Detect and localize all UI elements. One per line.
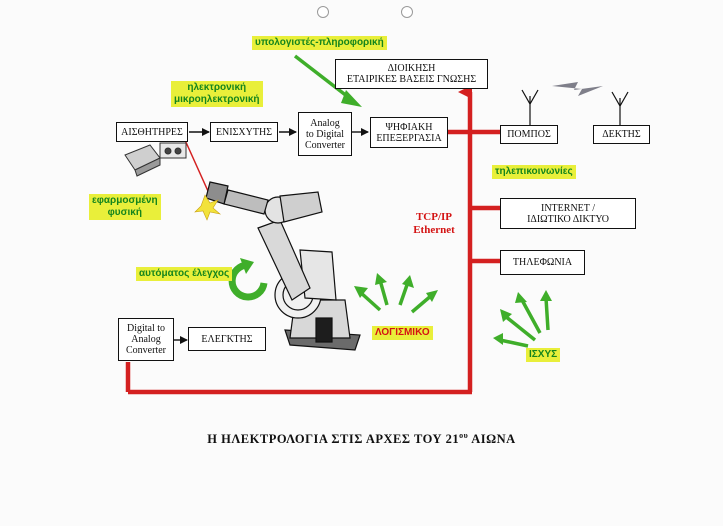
software-arrows — [358, 279, 434, 314]
digital-processing-box: ΨΗΦΙΑΚΗ ΕΠΕΞΕΡΓΑΣΙΑ — [370, 117, 448, 148]
green-arrowhead-computing — [341, 90, 362, 107]
label-power: ΙΣΧΥΣ — [526, 348, 561, 362]
adc-box: Analog to Digital Converter — [298, 112, 352, 156]
telephony-box: ΤΗΛΕΦΩΝΙΑ — [500, 250, 585, 275]
label-software: ΛΟΓΙΣΜΙΚΟ — [372, 326, 433, 340]
sensor-device-illustration — [124, 142, 187, 177]
punch-hole-right — [401, 6, 413, 18]
wireless-lightning-icon — [552, 82, 603, 96]
label-applied-physics: εφαρμοσμένη φυσική — [89, 194, 161, 220]
automatic-control-arrowhead — [240, 258, 254, 274]
caption-superscript: ου — [459, 431, 469, 440]
label-electronics: ηλεκτρονική μικροηλεκτρονική — [171, 81, 263, 107]
label-tcpip: TCP/IP Ethernet — [413, 211, 455, 236]
green-arrow-computing — [293, 54, 354, 102]
robot-arm-illustration — [205, 181, 361, 351]
receiver-box: ΔΕΚΤΗΣ — [593, 125, 650, 144]
antenna-receiver — [611, 91, 629, 126]
label-computing: υπολογιστές-πληροφορική — [252, 36, 387, 50]
management-box: ΔΙΟΙΚΗΣΗ ΕΤΑΙΡΙΚΕΣ ΒΑΣΕΙΣ ΓΝΩΣΗΣ — [335, 59, 488, 89]
caption-end: ΑΙΩΝΑ — [468, 432, 516, 447]
label-automatic-control: αυτόματος έλεγχος — [136, 267, 233, 281]
red-bus — [125, 85, 500, 395]
punch-hole-left — [317, 6, 329, 18]
diagram-caption: Η ΗΛΕΚΤΡΟΛΟΓΙΑ ΣΤΙΣ ΑΡΧΕΣ ΤΟΥ 21ου ΑΙΩΝΑ — [0, 431, 723, 447]
caption-main: Η ΗΛΕΚΤΡΟΛΟΓΙΑ ΣΤΙΣ ΑΡΧΕΣ ΤΟΥ 21 — [207, 432, 460, 447]
power-arrows — [499, 297, 550, 348]
internet-box: INTERNET / ΙΔΙΩΤΙΚΟ ΔΙΚΤΥΟ — [500, 198, 636, 229]
antenna-transmitter — [521, 89, 539, 126]
label-telecom: τηλεπικοινωνίες — [492, 165, 576, 179]
dac-box: Digital to Analog Converter — [118, 318, 174, 361]
spark-icon — [194, 194, 222, 221]
transmitter-box: ΠΟΜΠΟΣ — [500, 125, 558, 144]
amplifier-box: ΕΝΙΣΧΥΤΗΣ — [210, 122, 278, 142]
automatic-control-arrow — [228, 261, 268, 301]
controller-box: ΕΛΕΓΚΤΗΣ — [188, 327, 266, 351]
sensors-box: ΑΙΣΘΗΤΗΡΕΣ — [116, 122, 188, 142]
